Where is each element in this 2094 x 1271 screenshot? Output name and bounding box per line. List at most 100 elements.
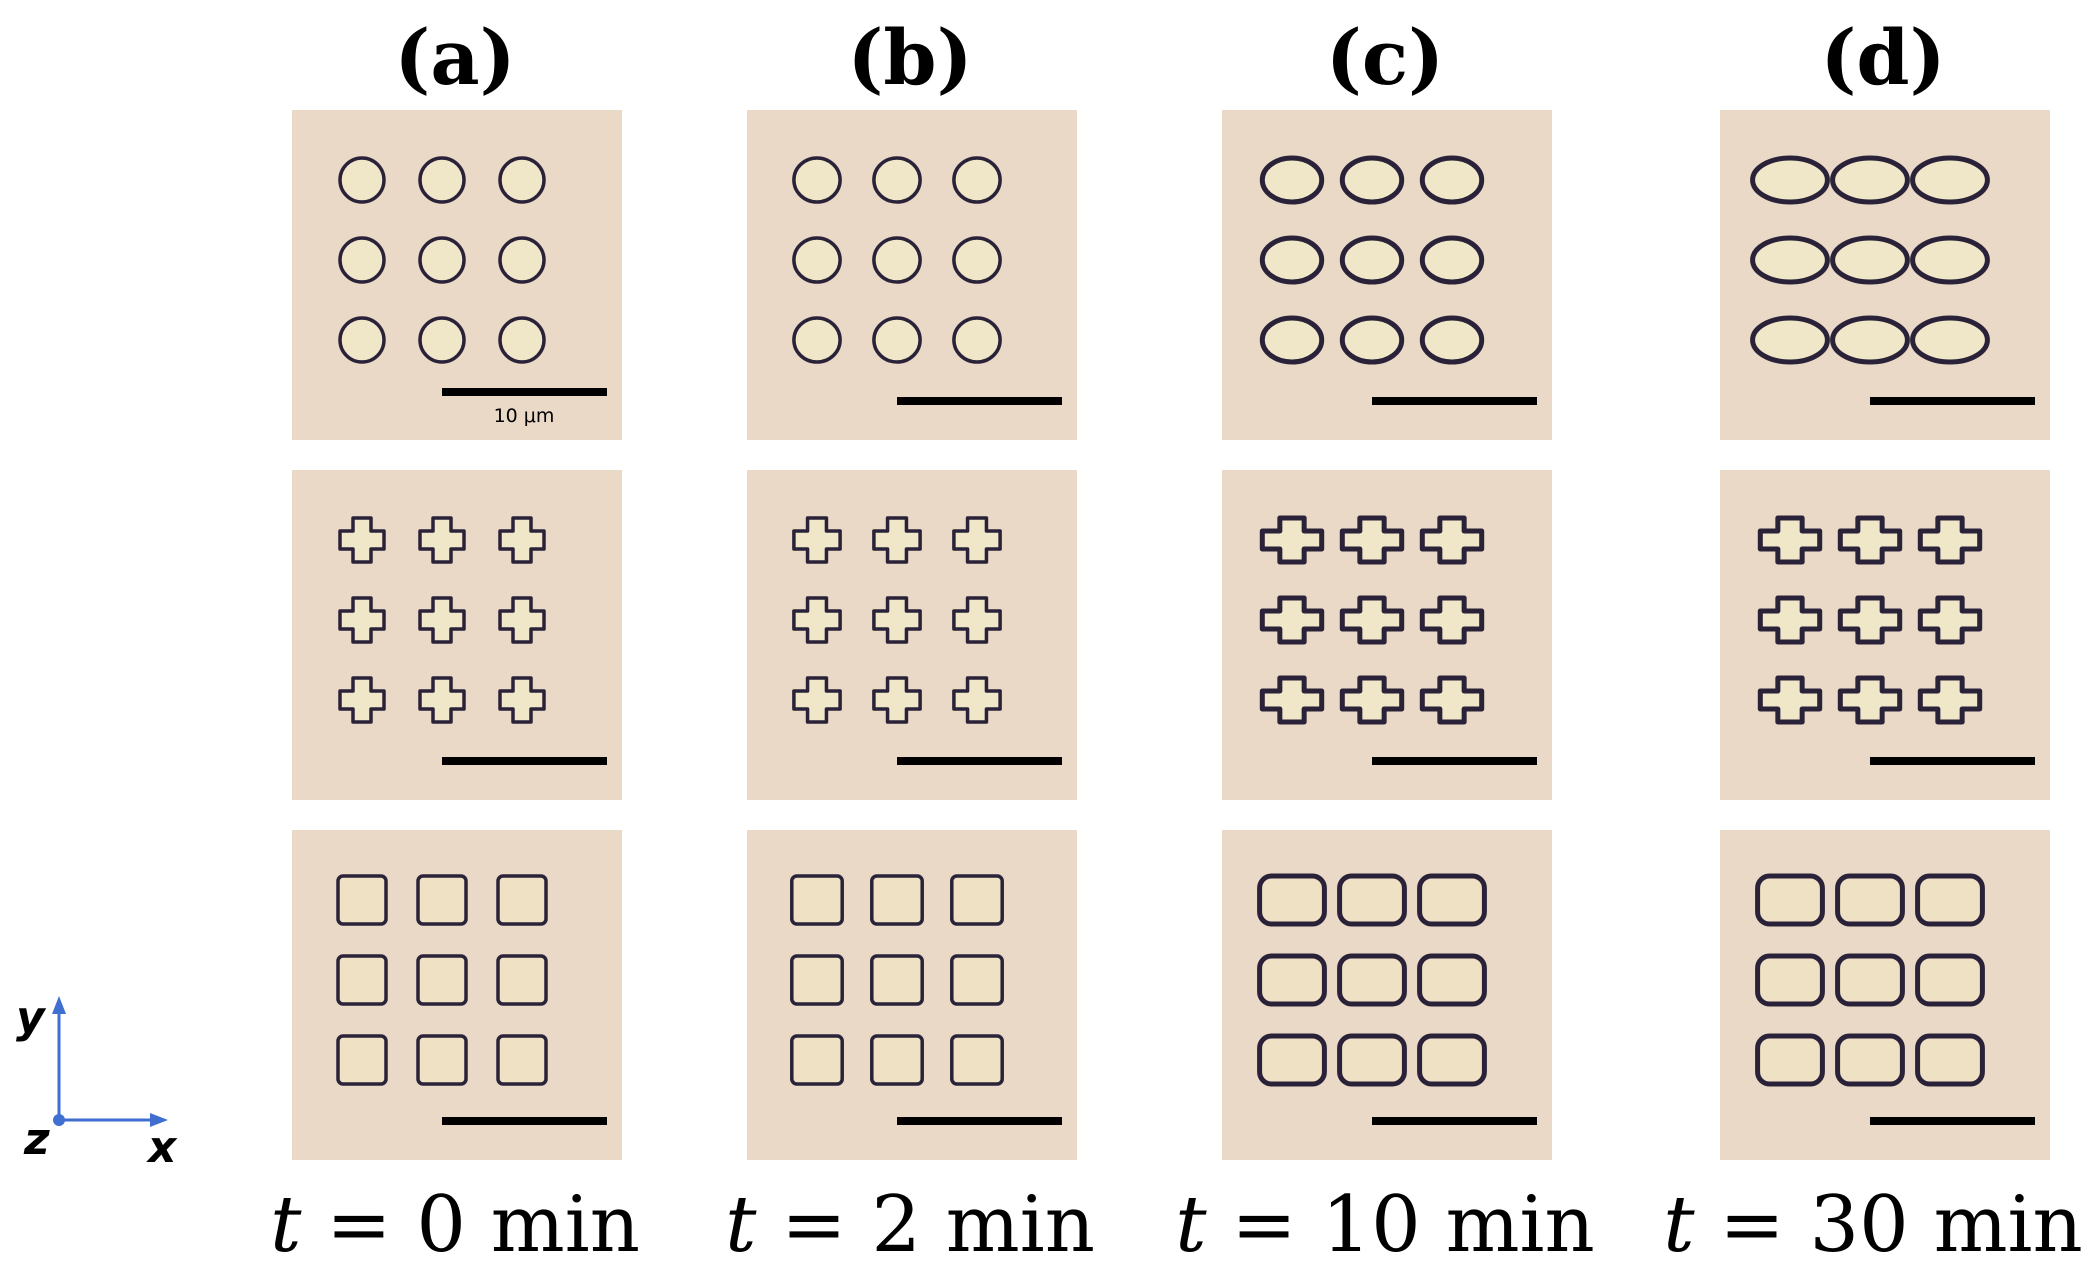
y-axis-label: y (16, 992, 47, 1043)
circle-feature (498, 316, 546, 364)
cross-feature (1419, 595, 1485, 645)
panel-background (1720, 470, 2050, 800)
circle-feature (872, 316, 922, 364)
time-symbol: t (1663, 1180, 1695, 1270)
micrograph-image (1222, 470, 1552, 800)
circle-feature (1910, 315, 1990, 365)
cross-feature (1917, 515, 1983, 565)
micrograph-panel-b-cross (747, 470, 1077, 800)
micrograph-image (747, 110, 1077, 440)
micrograph-panel-d-circle (1720, 110, 2050, 440)
circle-feature (498, 156, 546, 204)
circle-feature (1830, 235, 1910, 285)
cross-feature (1837, 675, 1903, 725)
micrograph-panel-d-cross (1720, 470, 2050, 800)
cross-feature (792, 596, 842, 644)
scale-bar (442, 1117, 607, 1125)
cross-feature (952, 676, 1002, 724)
cross-feature (1757, 515, 1823, 565)
feature-array (1259, 155, 1485, 365)
scale-bar (442, 388, 607, 396)
circle-feature (418, 156, 466, 204)
scale-bar (1372, 397, 1537, 405)
time-label-a: t = 0 min (240, 1180, 670, 1270)
cross-feature (872, 596, 922, 644)
square-feature (336, 1034, 388, 1086)
feature-array (336, 874, 548, 1086)
micrograph-panel-c-circle (1222, 110, 1552, 440)
square-feature (1755, 953, 1825, 1007)
circle-feature (952, 156, 1002, 204)
cross-feature (1757, 675, 1823, 725)
square-feature (1257, 953, 1327, 1007)
cross-feature (952, 596, 1002, 644)
square-feature (1337, 873, 1407, 927)
cross-feature (498, 676, 546, 724)
time-value: = 2 min (756, 1180, 1095, 1270)
cross-feature (1419, 515, 1485, 565)
feature-array (1259, 515, 1485, 725)
square-feature (870, 954, 924, 1006)
scale-bar-label: 10 μm (494, 405, 555, 427)
circle-feature (1259, 155, 1325, 205)
scale-bar (897, 757, 1062, 765)
feature-array (792, 156, 1002, 364)
square-feature (496, 1034, 548, 1086)
square-feature (1417, 873, 1487, 927)
square-feature (416, 1034, 468, 1086)
micrograph-panel-c-cross (1222, 470, 1552, 800)
square-feature (950, 1034, 1004, 1086)
square-feature (1337, 1033, 1407, 1087)
micrograph-image (747, 470, 1077, 800)
circle-feature (792, 316, 842, 364)
square-feature (870, 874, 924, 926)
time-symbol: t (1175, 1180, 1207, 1270)
time-label-d: t = 30 min (1658, 1180, 2088, 1270)
micrograph-image (1222, 110, 1552, 440)
square-feature (1257, 1033, 1327, 1087)
micrograph-image (1720, 830, 2050, 1160)
square-feature (790, 954, 844, 1006)
cross-feature (418, 676, 466, 724)
x-axis-label: x (146, 1122, 178, 1170)
panel-background (1222, 470, 1552, 800)
cross-feature (1917, 675, 1983, 725)
coordinate-axes: y z x (16, 992, 178, 1170)
cross-feature (338, 516, 386, 564)
cross-feature (792, 676, 842, 724)
micrograph-image (1720, 110, 2050, 440)
circle-feature (872, 236, 922, 284)
cross-feature (498, 596, 546, 644)
cross-feature (418, 516, 466, 564)
square-feature (416, 954, 468, 1006)
micrograph-image (747, 830, 1077, 1160)
micrograph-panel-b-circle (747, 110, 1077, 440)
cross-feature (872, 676, 922, 724)
cross-feature (1419, 675, 1485, 725)
circle-feature (338, 316, 386, 364)
square-feature (790, 1034, 844, 1086)
scale-bar (1870, 757, 2035, 765)
cross-feature (1259, 595, 1325, 645)
feature-array (338, 156, 546, 364)
cross-feature (1837, 595, 1903, 645)
square-feature (1835, 1033, 1905, 1087)
circle-feature (1910, 155, 1990, 205)
time-label-c: t = 10 min (1170, 1180, 1600, 1270)
micrograph-panel-c-square (1222, 830, 1552, 1160)
cross-feature (338, 596, 386, 644)
square-feature (1915, 1033, 1985, 1087)
square-feature (950, 874, 1004, 926)
circle-feature (1339, 315, 1405, 365)
column-label-d: (d) (1820, 13, 1946, 102)
column-label-a: (a) (394, 13, 516, 102)
circle-feature (1750, 235, 1830, 285)
square-feature (1755, 873, 1825, 927)
cross-feature (338, 676, 386, 724)
cross-feature (792, 516, 842, 564)
circle-feature (418, 236, 466, 284)
micrograph-panel-a-cross (292, 470, 622, 800)
cross-feature (418, 596, 466, 644)
square-feature (950, 954, 1004, 1006)
micrograph-image: 10 μm (292, 110, 622, 440)
